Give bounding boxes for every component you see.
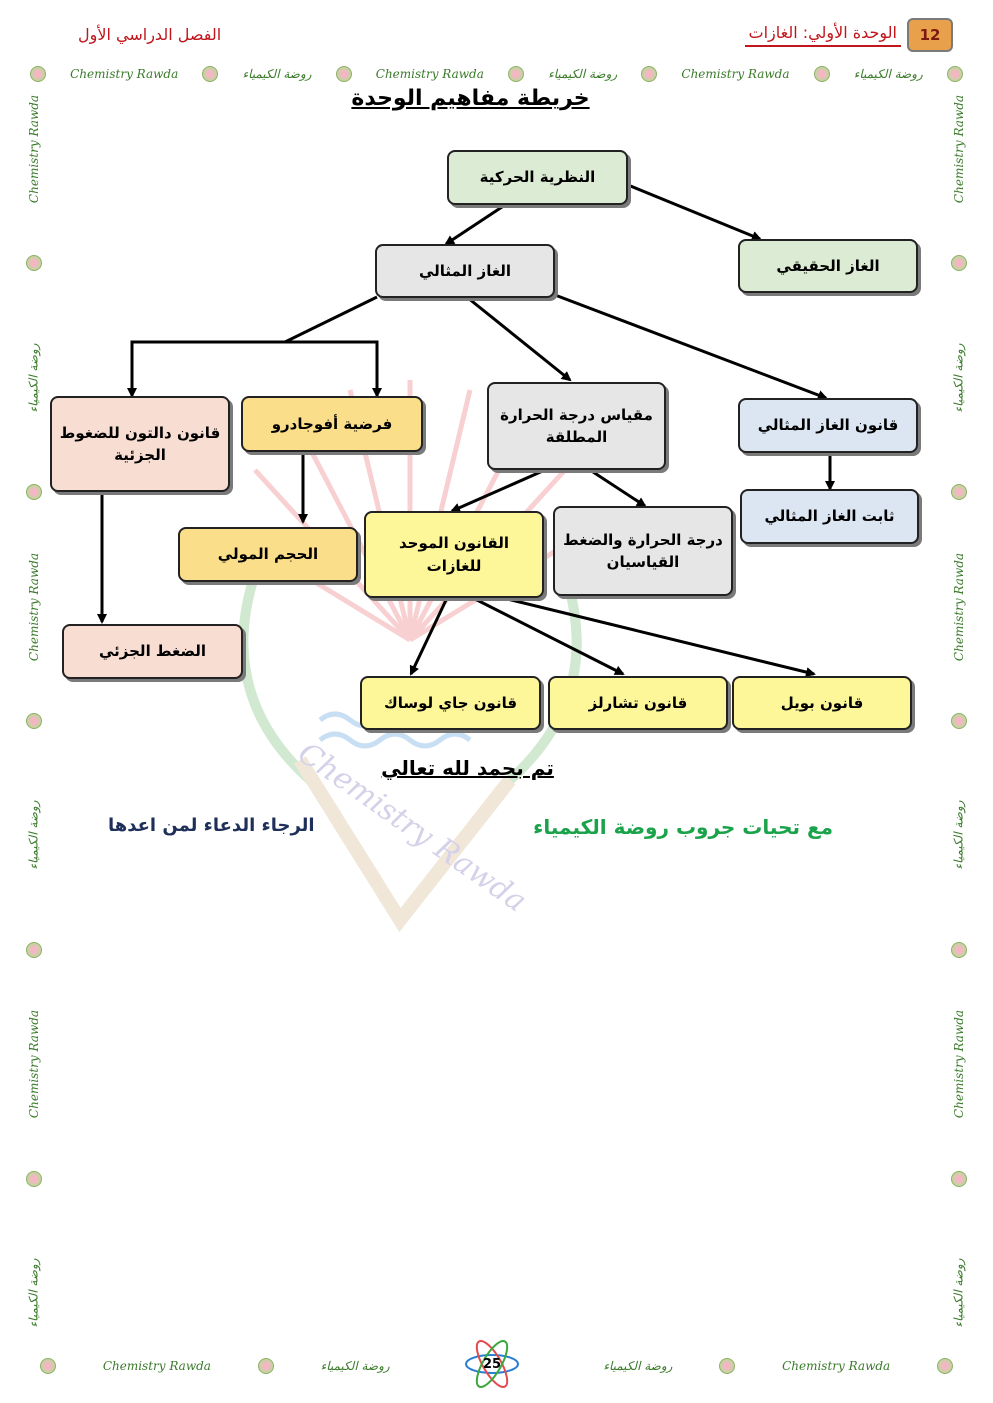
flower-icon — [335, 66, 352, 82]
node-kinetic-theory: النظرية الحركية — [447, 150, 628, 205]
node-stp: درجة الحرارة والضغط القياسيان — [553, 506, 733, 596]
greeting-text: مع تحيات جروب روضة الكيمياء — [533, 815, 833, 839]
top-border-band: Chemistry Rawda روضة الكيمياء Chemistry … — [18, 62, 975, 86]
right-border-band: Chemistry Rawda روضة الكيمياء Chemistry … — [947, 92, 971, 1350]
brand-ar-text: روضة الكيمياء — [952, 800, 966, 870]
unit-number-badge: 12 — [907, 18, 953, 52]
flower-icon — [507, 66, 524, 82]
brand-en-text: Chemistry Rawda — [375, 67, 484, 81]
flower-icon — [202, 66, 219, 82]
brand-en-text: Chemistry Rawda — [27, 1010, 41, 1119]
flower-icon — [26, 255, 42, 272]
brand-en-text: Chemistry Rawda — [782, 1359, 891, 1373]
node-dalton-law: قانون دالتون للضغوط الجزئية — [50, 396, 230, 492]
node-molar-volume: الحجم المولي — [178, 527, 358, 582]
arrow-ideal-to-kelvin — [467, 296, 572, 382]
brand-ar-text: روضة الكيمياء — [27, 800, 41, 870]
flower-icon — [26, 941, 42, 958]
brand-en-text: Chemistry Rawda — [27, 552, 41, 661]
brand-ar-text: روضة الكيمياء — [242, 67, 312, 81]
brand-ar-text: روضة الكيمياء — [548, 67, 618, 81]
bottom-border-band: Chemistry Rawda روضة الكيمياء روضة الكيم… — [40, 1352, 953, 1380]
node-ideal-gas-constant: ثابت الغاز المثالي — [740, 489, 919, 544]
flower-icon — [951, 1170, 967, 1187]
arrow-kelvin-to-stp — [589, 468, 647, 508]
prayer-text: الرجاء الدعاء لمن اعدها — [108, 815, 315, 836]
flower-icon — [937, 1358, 953, 1374]
atom-icon — [465, 1340, 519, 1388]
page-number: 25 — [482, 1356, 502, 1372]
flower-icon — [26, 1170, 42, 1187]
flower-icon — [30, 66, 47, 82]
arrow-kinetic-to-ideal — [444, 203, 506, 246]
node-boyle-law: قانون بويل — [732, 676, 912, 730]
arrow-combined-to-boyle — [494, 594, 816, 677]
node-partial-pressure: الضغط الجزئي — [62, 624, 243, 679]
brand-en-text: Chemistry Rawda — [681, 67, 790, 81]
brand-en-text: Chemistry Rawda — [70, 67, 179, 81]
arrow-combined-to-charles — [472, 596, 625, 676]
brand-ar-text: روضة الكيمياء — [952, 343, 966, 413]
closing-text: تم بحمد لله تعالي — [381, 756, 554, 780]
node-avogadro: فرضية أفوجادرو — [241, 396, 423, 452]
map-title: خريطة مفاهيم الوحدة — [351, 86, 590, 111]
arrow-ideal-branch-avogadro — [285, 340, 382, 398]
node-ideal-gas: الغاز المثالي — [375, 244, 555, 298]
flower-icon — [26, 484, 42, 501]
brand-en-text: Chemistry Rawda — [102, 1359, 211, 1373]
brand-ar-text: روضة الكيمياء — [27, 343, 41, 413]
brand-ar-text: روضة الكيمياء — [27, 1258, 41, 1328]
arrow-combined-to-gay — [409, 597, 449, 676]
left-border-band: Chemistry Rawda روضة الكيمياء Chemistry … — [22, 92, 46, 1350]
node-kelvin-scale: مقياس درجة الحرارة المطلقة — [487, 382, 666, 470]
unit-title: الوحدة الأولي: الغازات — [744, 23, 901, 47]
node-ideal-gas-law: قانون الغاز المثالي — [738, 398, 918, 453]
brand-ar-text: روضة الكيمياء — [603, 1359, 673, 1373]
unit-header: 12 الوحدة الأولي: الغازات — [744, 18, 953, 52]
node-gay-lussac-law: قانون جاي لوساك — [360, 676, 541, 730]
flower-icon — [40, 1358, 56, 1374]
page-number-badge: 25 — [462, 1340, 522, 1388]
brand-ar-text: روضة الكيمياء — [320, 1359, 390, 1373]
arrow-kinetic-to-real — [627, 183, 762, 241]
flower-icon — [719, 1358, 736, 1374]
flower-icon — [813, 66, 830, 82]
semester-label: الفصل الدراسي الأول — [78, 25, 222, 44]
flower-icon — [951, 941, 967, 958]
flower-icon — [257, 1358, 274, 1374]
arrow-ideal-branch — [127, 295, 378, 398]
brand-ar-text: روضة الكيمياء — [853, 67, 923, 81]
flower-icon — [951, 712, 967, 729]
brand-en-text: Chemistry Rawda — [952, 1010, 966, 1119]
flower-icon — [951, 484, 967, 501]
brand-ar-text: روضة الكيمياء — [952, 1258, 966, 1328]
flower-icon — [641, 66, 658, 82]
brand-en-text: Chemistry Rawda — [952, 552, 966, 661]
flower-icon — [26, 712, 42, 729]
flower-icon — [951, 255, 967, 272]
node-combined-gas-law: القانون الموحد للغازات — [364, 511, 544, 598]
node-real-gas: الغاز الحقيقي — [738, 239, 918, 293]
flower-icon — [946, 66, 963, 82]
ribbon — [294, 756, 516, 933]
node-charles-law: قانون تشارلز — [548, 676, 728, 730]
arrow-kelvin-to-combined — [450, 468, 546, 513]
